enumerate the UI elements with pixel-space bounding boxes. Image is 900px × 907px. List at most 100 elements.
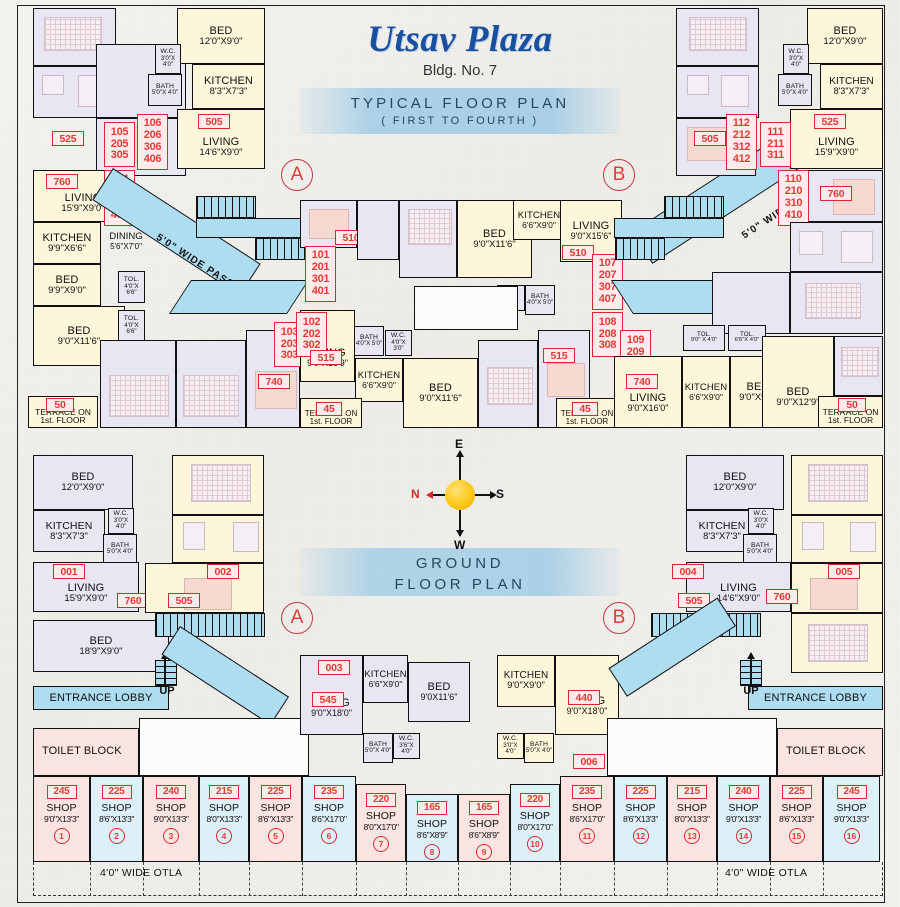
shop-number-circle: 1 — [53, 828, 70, 845]
room-bath-tl: BATH 5'0"X 4'0" — [148, 74, 182, 106]
area-tag-terrace-45-left: 45 — [316, 402, 342, 416]
area-tag-760-ground-left: 760 — [117, 593, 149, 608]
shop-label: SHOP — [365, 810, 397, 822]
area-tag-515-left: 515 — [310, 350, 342, 365]
furniture-block-tr-1 — [676, 8, 759, 66]
shop-number-circle: 9 — [476, 844, 492, 861]
furniture-block-gr-2 — [791, 515, 883, 563]
drawing-sheet-border — [17, 5, 885, 903]
room-bath-gl: BATH 5'0"X 4'0" — [103, 534, 137, 564]
room-kitchen-tr: KITCHEN 8'3"X7'3" — [820, 64, 883, 109]
living-furniture-gl — [145, 563, 264, 613]
area-tag-760-right: 760 — [820, 186, 852, 201]
furniture-block-tl-4 — [100, 340, 176, 428]
room-dining-tl: DINING 5'6"X7'0" — [109, 231, 143, 251]
room-bath-gcr: BATH 5'0"X 4'0" — [524, 733, 554, 763]
shop-number-circle: 7 — [373, 836, 389, 853]
landing-right-typical — [614, 218, 724, 238]
lobby-void-right — [607, 718, 777, 776]
shop-dimension: 8'0"X17'0" — [517, 821, 553, 832]
shop-dimension: 9'0"X13'3" — [153, 813, 189, 824]
shop-area-tag: 165 — [417, 801, 447, 815]
area-tag-505: 505 — [198, 114, 230, 129]
shop-dimension: 8'0"X13'3" — [674, 813, 710, 824]
otla-divider-tick — [143, 862, 144, 896]
room-bed-tr: BED 12'0"X9'0" — [807, 8, 883, 64]
room-tol-tr-2: TOL. 6'6"X 4'0" — [728, 325, 766, 351]
area-tag-760-ground-right: 760 — [766, 589, 798, 604]
room-bed-tc-2: BED 9'0"X11'6" — [403, 358, 478, 428]
ground-floor-title-line2: FLOOR PLAN — [394, 576, 526, 593]
otla-divider-tick — [249, 862, 250, 896]
shop-dimension: 8'6"X13'3" — [622, 813, 658, 824]
otla-divider-tick — [302, 862, 303, 896]
shop-dimension: 8'6"X8'9" — [468, 829, 500, 840]
stairs-left-typical — [196, 196, 256, 218]
otla-label-right: 4'0" WIDE OTLA — [725, 867, 808, 879]
room-wc-tl: W.C. 3'0"X 4'0" — [155, 44, 181, 74]
entrance-lobby-right: ENTRANCE LOBBY — [748, 686, 883, 710]
room-wc-gl: W.C. 3'0"X 4'0" — [108, 508, 134, 534]
compass-label-north: N — [411, 487, 420, 501]
shop-number-circle: 3 — [163, 828, 179, 845]
shop-number-circle: 10 — [527, 836, 543, 853]
room-bed-tl2: BED 9'9"X9'0" — [33, 264, 101, 306]
shop-number-circle: 6 — [321, 828, 337, 845]
shop-number-circle: 12 — [632, 828, 649, 845]
room-bed-gcl: BED 9'0X11'6" — [408, 662, 470, 722]
flat-numbers-101: 101 201 301 401 — [305, 246, 336, 302]
shop-label: SHOP — [781, 802, 812, 814]
room-wc-gcl: W.C. 3'6"X 4'0" — [393, 733, 420, 759]
room-kitchen-gcl: KITCHEN 6'6"X9'0" — [363, 655, 408, 703]
shop-label: SHOP — [625, 802, 656, 814]
shop-number-circle: 16 — [843, 828, 860, 845]
otla-divider-tick — [458, 862, 459, 896]
furniture-block-tr-2 — [676, 66, 759, 118]
stairs-right-typical-2 — [615, 238, 665, 260]
area-tag-505-ground-left: 505 — [168, 593, 200, 608]
otla-divider-tick — [406, 862, 407, 896]
furniture-block-tc-4 — [478, 340, 538, 428]
otla-divider-tick — [90, 862, 91, 896]
section-marker-a-ground: A — [281, 602, 313, 634]
shop-number-circle: 14 — [735, 828, 752, 845]
ground-floor-title-line1: GROUND — [415, 555, 505, 572]
shop-label: SHOP — [468, 818, 500, 830]
furniture-block-gl-2 — [172, 515, 264, 563]
shop-label: SHOP — [46, 802, 77, 814]
room-kitchen-gr: KITCHEN 8'3"X7'3" — [686, 510, 758, 552]
shop-area-tag: 245 — [46, 785, 77, 799]
furniture-block-tl-5 — [176, 340, 246, 428]
room-kitchen-tc-2: KITCHEN 6'6"X9'0" — [355, 358, 403, 402]
area-tag-525-left: 525 — [52, 131, 84, 146]
room-tol-tr-1: TOL. 9'0" X 4'0" — [683, 325, 725, 351]
otla-boundary — [33, 862, 883, 896]
toilet-block-right: TOILET BLOCK — [777, 728, 883, 776]
room-wc-tr: W.C. 3'0"X 4'0" — [783, 44, 809, 74]
room-bed-gr: BED 12'0"X9'0" — [686, 455, 784, 510]
room-bath-tc-2: BATH 4'0"X 5'0" — [354, 326, 384, 356]
room-living-tl: LIVING 14'6"X9'0" — [177, 109, 265, 169]
room-kitchen-tc-1: KITCHEN 6'6"X9'0" — [513, 200, 565, 240]
compass-label-east: E — [455, 437, 464, 451]
shop-area-tag: 220 — [520, 793, 550, 807]
shop-label: SHOP — [208, 802, 240, 814]
furniture-block-tl-1 — [33, 8, 116, 66]
flat-number-004: 004 — [672, 564, 704, 579]
